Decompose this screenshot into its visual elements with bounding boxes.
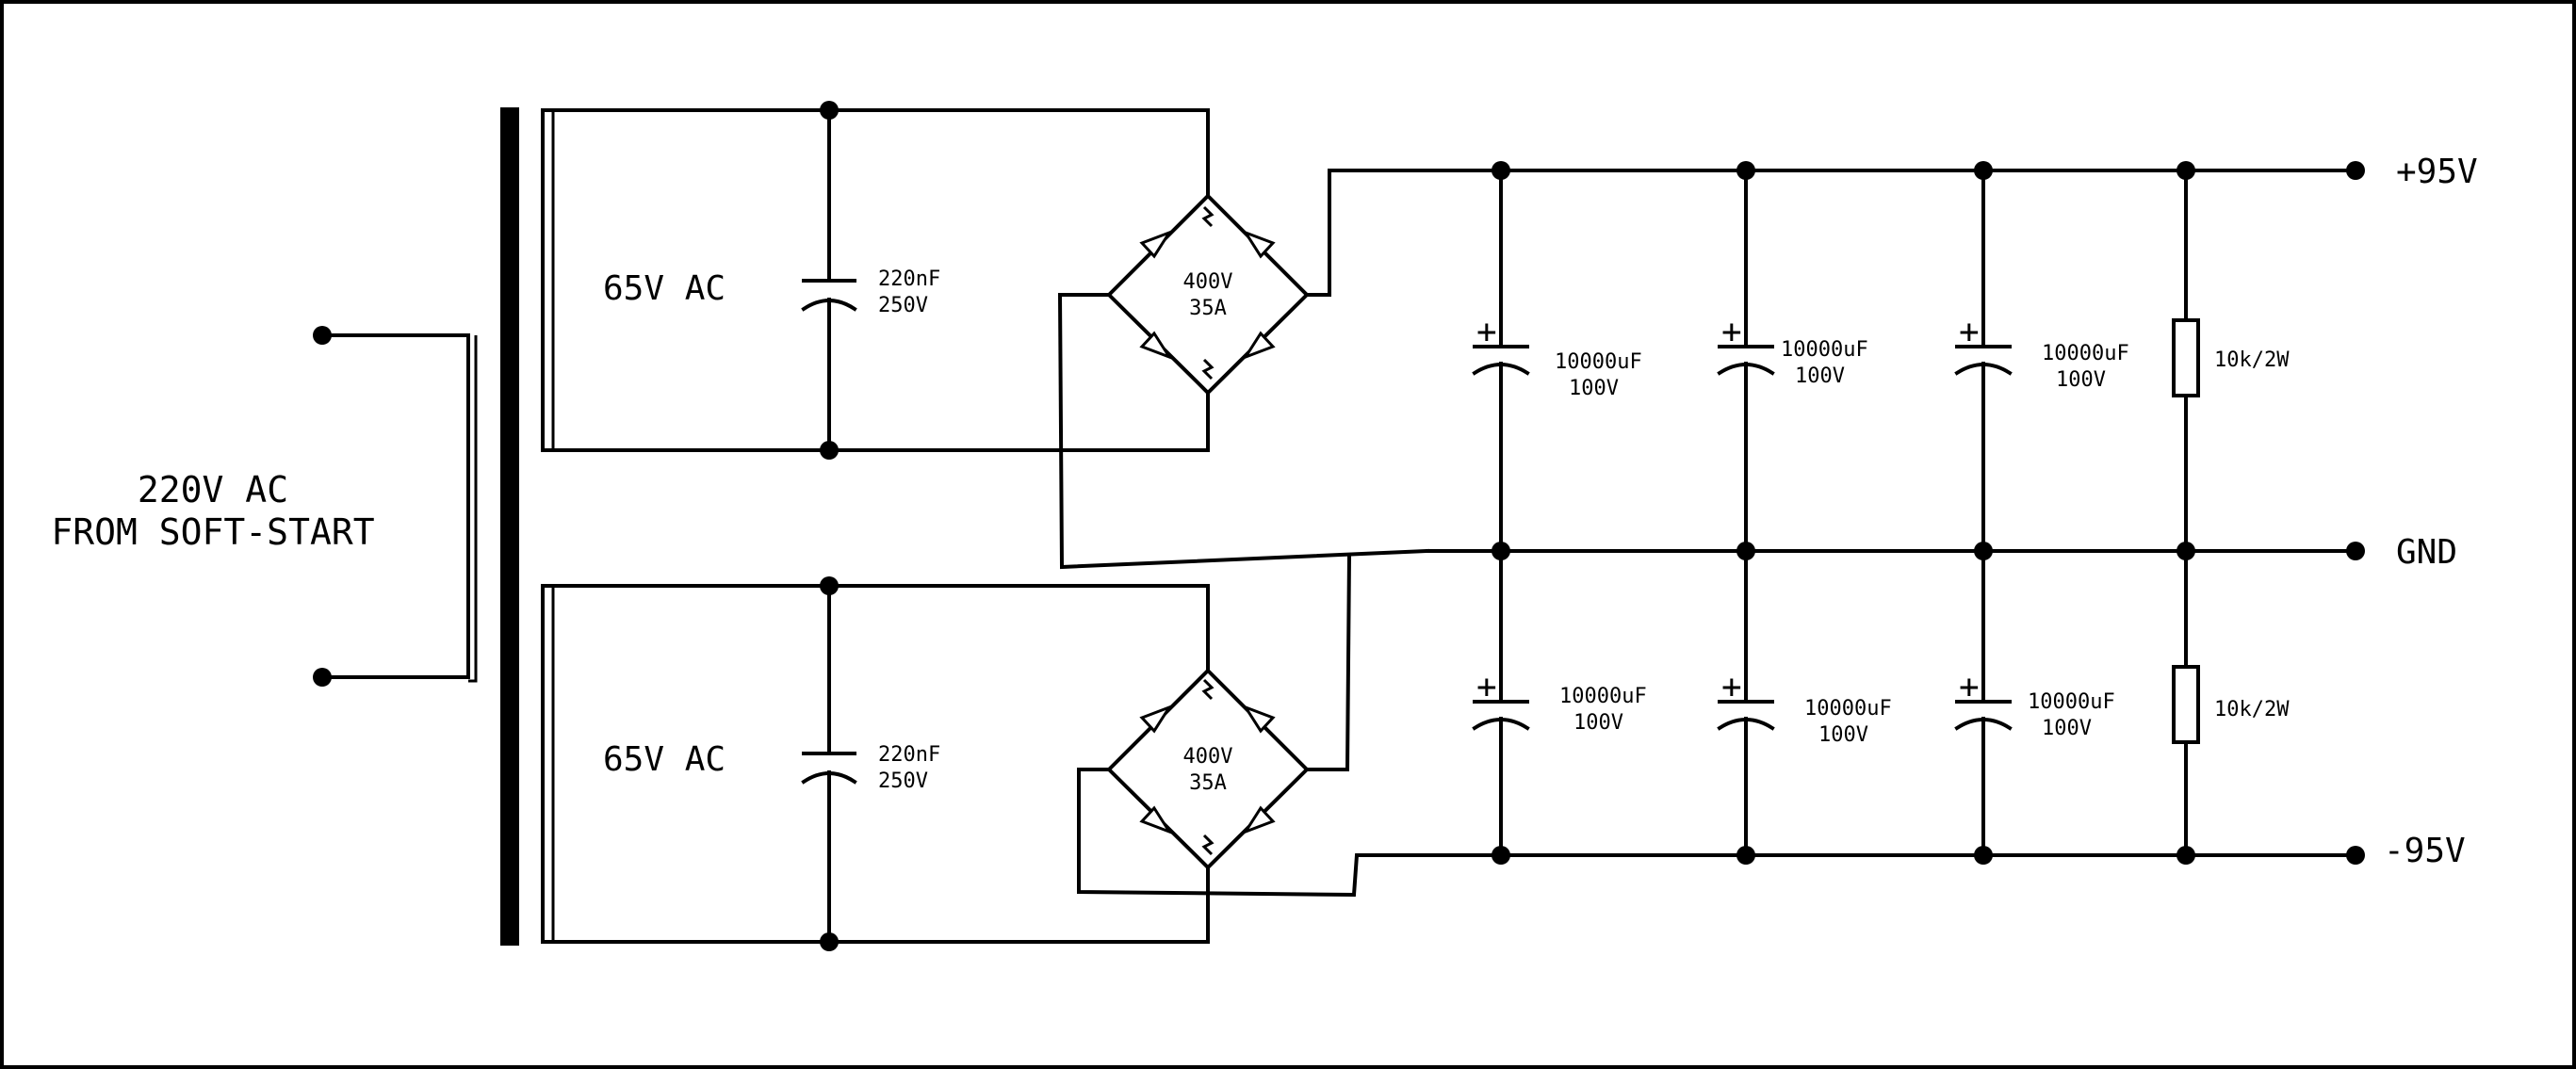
- cap-rating: 100V: [2042, 717, 2092, 740]
- input-label-line1: 220V AC: [138, 469, 288, 510]
- cap-value: 10000uF: [1555, 350, 1642, 374]
- snubber-cap-value: 220nF: [878, 267, 940, 291]
- cap-value: 10000uF: [2042, 342, 2129, 365]
- input-label-line2: FROM SOFT-START: [51, 511, 374, 553]
- cap-value: 10000uF: [1559, 685, 1647, 708]
- bridge-voltage-label: 400V: [1183, 270, 1233, 294]
- lower-secondary: 65V AC 220nF 250V: [541, 576, 1210, 951]
- primary-input: 220V AC FROM SOFT-START: [51, 326, 478, 687]
- secondary-voltage-label: 65V AC: [603, 269, 726, 308]
- positive-output-label: +95V: [2396, 153, 2478, 191]
- bridge-current-label: 35A: [1189, 297, 1227, 320]
- snubber-cap-rating: 250V: [878, 294, 928, 317]
- positive-output-terminal: [2346, 161, 2365, 180]
- bridge-rectifier-upper: 400V 35A: [1057, 108, 1503, 570]
- polarity-mark: +: [1721, 668, 1742, 706]
- capacitor-column-2: + + 10000uF 100V 10000uF 100V: [1717, 161, 1892, 865]
- resistor-value: 10k/2W: [2214, 348, 2290, 372]
- output-terminals: +95V GND -95V: [2346, 153, 2478, 870]
- cap-rating: 100V: [1818, 723, 1868, 747]
- cap-value: 10000uF: [1781, 338, 1868, 362]
- capacitor-column-3: + + 10000uF 100V 10000uF 100V: [1954, 161, 2129, 865]
- resistor-value: 10k/2W: [2214, 698, 2290, 721]
- bridge-rectifier-lower: 400V 35A: [1077, 553, 1503, 944]
- bleeder-resistor-column: 10k/2W 10k/2W: [2172, 161, 2290, 865]
- polarity-mark: +: [1476, 313, 1497, 351]
- cap-value: 10000uF: [2028, 690, 2115, 714]
- snubber-cap-value: 220nF: [878, 743, 940, 767]
- polarity-mark: +: [1476, 668, 1497, 706]
- cap-value: 10000uF: [1804, 697, 1892, 721]
- secondary-voltage-label: 65V AC: [603, 740, 726, 779]
- polarity-mark: +: [1959, 313, 1980, 351]
- negative-output-terminal: [2346, 846, 2365, 865]
- ground-output-terminal: [2346, 542, 2365, 560]
- cap-rating: 100V: [1573, 711, 1623, 735]
- snubber-cap-rating: 250V: [878, 769, 928, 793]
- upper-secondary: 65V AC 220nF 250V: [541, 101, 1210, 460]
- transformer-core: [500, 107, 519, 946]
- bleeder-resistor-upper: [2172, 318, 2200, 397]
- negative-output-label: -95V: [2384, 832, 2466, 870]
- polarity-mark: +: [1959, 668, 1980, 706]
- cap-rating: 100V: [1569, 377, 1619, 400]
- capacitor-column-1: + + 10000uF 100V 10000uF 100V: [1472, 161, 1647, 865]
- ground-output-label: GND: [2396, 533, 2457, 572]
- cap-rating: 100V: [1795, 364, 1845, 388]
- bleeder-resistor-lower: [2172, 665, 2200, 744]
- bridge-voltage-label: 400V: [1183, 745, 1233, 769]
- cap-rating: 100V: [2056, 368, 2106, 392]
- polarity-mark: +: [1721, 313, 1742, 351]
- bridge-current-label: 35A: [1189, 771, 1227, 795]
